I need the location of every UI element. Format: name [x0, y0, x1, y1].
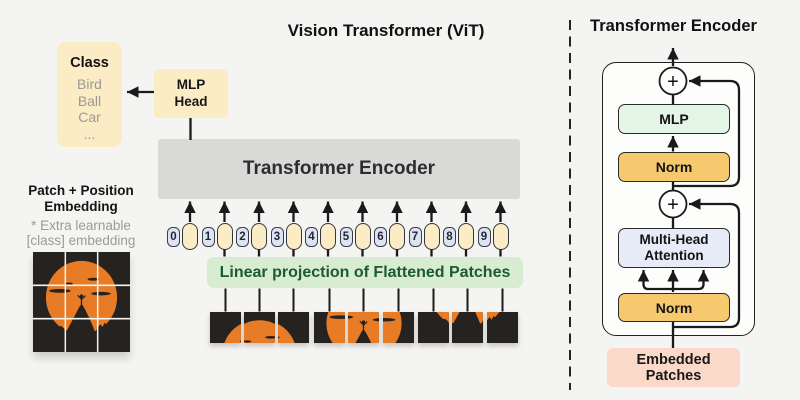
- token-embedding-pill: [389, 223, 405, 250]
- patch-position-embedding-label: Patch + Position Embedding: [28, 183, 134, 214]
- token-index-badge: 3: [270, 227, 284, 247]
- class-output-box: Class Bird Ball Car ...: [57, 42, 122, 147]
- mlp-box: MLP: [618, 104, 730, 134]
- token-embedding-pill: [251, 223, 267, 250]
- token-embedding-pill: [492, 223, 509, 250]
- image-patch: [487, 312, 518, 343]
- token-index-badge: 4: [305, 227, 318, 247]
- token-embedding-pill: [285, 223, 302, 250]
- transformer-encoder-box: Transformer Encoder: [158, 139, 520, 199]
- multi-head-attention-box: Multi-Head Attention: [618, 228, 730, 268]
- token-embedding-pill: [320, 223, 336, 250]
- token-index-badge: 0: [167, 227, 180, 247]
- token-index-badge: 7: [408, 227, 422, 247]
- class-item: Ball: [77, 92, 102, 109]
- token-index-badge: 9: [477, 227, 491, 247]
- token-embedding-pill: [423, 223, 440, 250]
- token-index-badge: 6: [374, 227, 387, 247]
- norm-box-top: Norm: [618, 152, 730, 182]
- class-heading: Class: [70, 55, 109, 71]
- sunset-image: [33, 252, 130, 352]
- image-patch: [383, 312, 414, 343]
- image-patch: [244, 312, 275, 343]
- encoder-detail-title: Transformer Encoder: [590, 17, 757, 35]
- token-embedding-pill: [354, 223, 371, 250]
- mlp-head-box: MLP Head: [154, 69, 228, 118]
- image-patch: [210, 312, 241, 343]
- extra-learnable-note: * Extra learnable [class] embedding: [26, 218, 136, 248]
- diagram-title: Vision Transformer (ViT): [287, 21, 485, 40]
- token-index-badge: 1: [201, 227, 215, 247]
- image-patch: [452, 312, 483, 343]
- image-patch: [278, 312, 309, 343]
- token-index-badge: 5: [339, 227, 353, 247]
- embedded-patches-box: Embedded Patches: [607, 348, 740, 387]
- class-item: Car: [78, 109, 101, 125]
- image-patch: [348, 312, 379, 343]
- token-index-badge: 2: [236, 227, 249, 247]
- input-image-grid: [33, 252, 130, 352]
- token-embedding-pill: [216, 223, 233, 250]
- grid-lines: [33, 252, 130, 352]
- image-patch: [418, 312, 449, 343]
- linear-projection-box: Linear projection of Flattened Patches: [207, 257, 523, 288]
- token-embedding-pill: [182, 223, 198, 250]
- token-index-badge: 8: [443, 227, 456, 247]
- norm-box-bottom: Norm: [618, 293, 730, 322]
- image-patch: [314, 312, 345, 343]
- token-embedding-pill: [458, 223, 474, 250]
- class-item: Bird: [77, 76, 102, 92]
- class-item: ...: [83, 125, 96, 142]
